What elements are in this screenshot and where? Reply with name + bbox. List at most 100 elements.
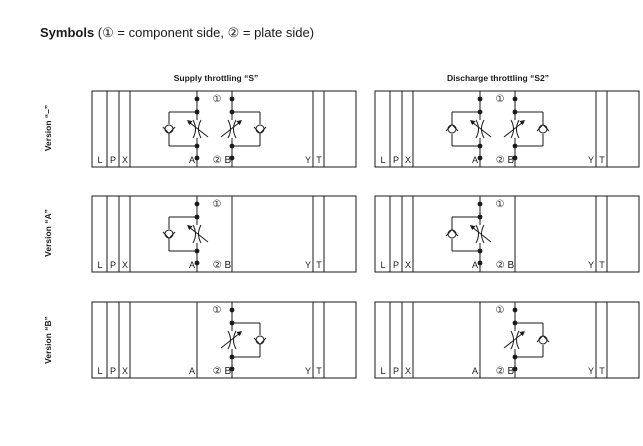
check-valve-seat	[162, 231, 176, 240]
port-label-X: X	[122, 260, 128, 270]
throttle-adjust-arrow	[503, 332, 524, 349]
throttle-orifice-arc	[192, 119, 196, 139]
symbol-box	[91, 301, 357, 379]
port-label-L: L	[380, 260, 385, 270]
port-label-component-side: ①	[496, 305, 505, 316]
port-dot	[512, 96, 518, 102]
throttle-orifice-arc	[475, 119, 479, 139]
junction-dot	[477, 248, 483, 254]
junction-dot	[512, 143, 518, 149]
port-dot	[512, 366, 518, 372]
port-label-plate-side: ② B	[213, 366, 232, 377]
throttle-orifice-arc	[233, 119, 237, 139]
throttle-adjust-arrow	[471, 226, 492, 243]
throttle-arrowhead	[187, 120, 193, 126]
row-label: Version “–”	[43, 105, 53, 151]
check-valve-seat	[253, 337, 267, 346]
port-label-X: X	[122, 366, 128, 376]
port-label-T: T	[599, 155, 605, 165]
throttle-orifice-arc	[516, 330, 520, 350]
port-dot	[229, 366, 235, 372]
port-label-plate-side: ② B	[496, 260, 515, 271]
junction-dot	[194, 109, 200, 115]
port-dot	[229, 96, 235, 102]
check-valve-ball	[164, 229, 174, 239]
check-valve-ball	[255, 124, 265, 134]
port-label-P: P	[393, 155, 399, 165]
check-valve-seat	[253, 126, 267, 135]
port-label-Y: Y	[588, 260, 594, 270]
port-label-L: L	[380, 155, 385, 165]
throttle-arrowhead	[236, 331, 242, 337]
throttle-orifice-arc	[192, 224, 196, 244]
throttle-check-valve-a	[445, 111, 492, 147]
port-label-plate-side: ② B	[213, 155, 232, 166]
throttle-orifice-arc	[233, 330, 237, 350]
port-label-A: A	[189, 260, 195, 270]
port-label-Y: Y	[588, 155, 594, 165]
junction-dot	[477, 143, 483, 149]
port-dot	[229, 307, 235, 313]
port-dot	[477, 201, 483, 207]
port-dot	[477, 155, 483, 161]
port-label-component-side: ①	[496, 94, 505, 105]
port-label-X: X	[122, 155, 128, 165]
port-dot	[194, 96, 200, 102]
port-label-X: X	[405, 155, 411, 165]
check-valve-ball	[447, 124, 457, 134]
port-dot	[512, 307, 518, 313]
throttle-arrowhead	[470, 225, 476, 231]
junction-dot	[512, 354, 518, 360]
junction-dot	[229, 320, 235, 326]
throttle-arrowhead	[187, 225, 193, 231]
junction-dot	[512, 109, 518, 115]
port-label-L: L	[380, 366, 385, 376]
port-label-X: X	[405, 366, 411, 376]
port-label-T: T	[599, 260, 605, 270]
port-dot	[477, 96, 483, 102]
throttle-check-valve-a	[162, 111, 209, 147]
junction-dot	[477, 109, 483, 115]
check-valve-seat	[445, 123, 459, 132]
throttle-check-valve-b	[503, 111, 550, 147]
port-label-P: P	[393, 260, 399, 270]
check-valve-ball	[164, 124, 174, 134]
throttle-adjust-arrow	[471, 121, 492, 138]
port-label-A: A	[472, 260, 478, 270]
throttle-arrowhead	[519, 331, 525, 337]
column-title: Supply throttling “S”	[174, 73, 259, 83]
junction-dot	[229, 143, 235, 149]
throttle-arrowhead	[470, 120, 476, 126]
port-label-A: A	[472, 366, 478, 376]
port-dot	[477, 260, 483, 266]
port-dot	[229, 155, 235, 161]
throttle-check-valve-b	[220, 322, 267, 358]
port-label-Y: Y	[305, 366, 311, 376]
junction-dot	[194, 143, 200, 149]
port-label-Y: Y	[305, 260, 311, 270]
symbol-box	[91, 90, 357, 168]
port-label-T: T	[316, 366, 322, 376]
check-valve-ball	[447, 229, 457, 239]
port-label-P: P	[110, 260, 116, 270]
check-valve-seat	[445, 228, 459, 237]
junction-dot	[194, 214, 200, 220]
port-label-L: L	[97, 260, 102, 270]
port-label-T: T	[316, 155, 322, 165]
port-label-T: T	[316, 260, 322, 270]
junction-dot	[477, 214, 483, 220]
throttle-adjust-arrow	[188, 121, 209, 138]
port-dot	[512, 155, 518, 161]
symbol-box	[374, 90, 640, 168]
port-label-A: A	[189, 366, 195, 376]
port-label-component-side: ①	[213, 94, 222, 105]
symbols-heading: Symbols (① = component side, ② = plate s…	[40, 25, 314, 41]
throttle-adjust-arrow	[220, 332, 241, 349]
symbol-box	[374, 195, 640, 273]
port-label-plate-side: ② B	[496, 155, 515, 166]
check-valve-seat	[162, 126, 176, 135]
throttle-adjust-arrow	[220, 121, 241, 138]
